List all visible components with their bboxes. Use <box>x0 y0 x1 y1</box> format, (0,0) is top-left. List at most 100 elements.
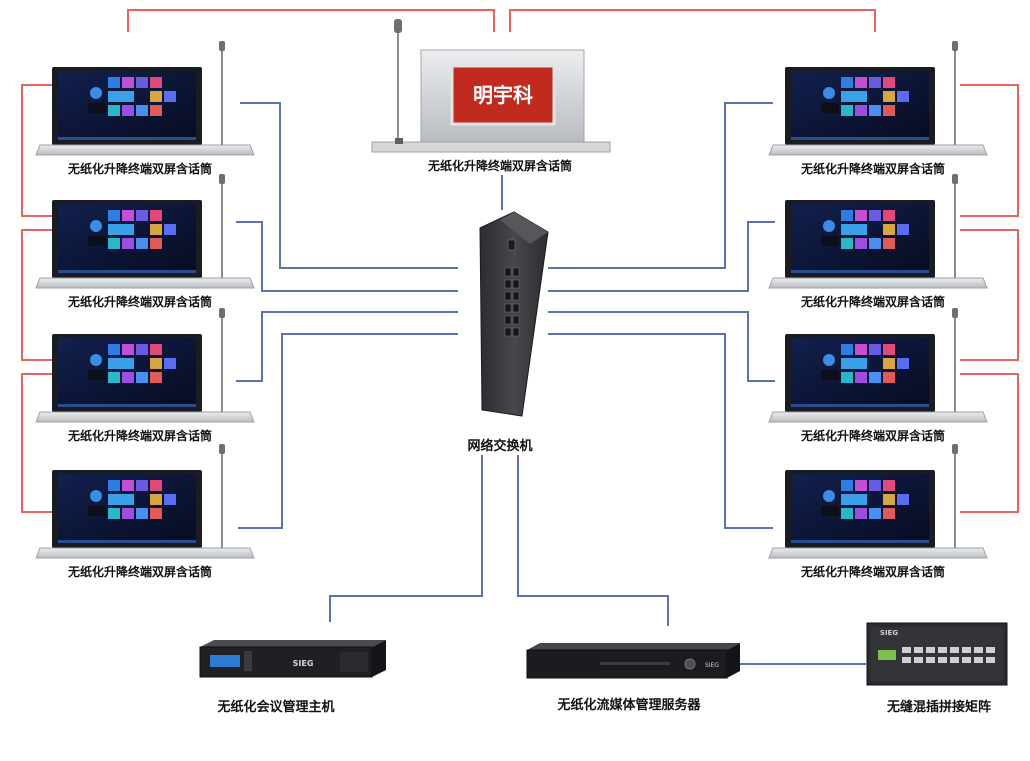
conference-host-device: SIEG <box>199 640 386 678</box>
lifting-terminal-right-3 <box>768 308 988 423</box>
network-switch <box>479 211 549 417</box>
app-tile-icon <box>150 480 162 491</box>
switch-port <box>512 279 520 289</box>
terminal-label: 无纸化升降终端双屏含话筒 <box>67 295 213 309</box>
app-tile-icon <box>855 372 867 383</box>
center-screen-logo: 明宇科 <box>473 83 533 107</box>
app-tile-icon <box>108 105 120 116</box>
media-server-label: 无纸化流媒体管理服务器 <box>557 698 701 713</box>
switch-port <box>512 315 520 325</box>
matrix-key <box>902 647 911 653</box>
app-tile-icon <box>841 372 853 383</box>
terminal-group <box>35 41 988 559</box>
avatar-icon <box>90 490 102 502</box>
app-tile-icon <box>108 494 134 505</box>
avatar-icon <box>823 220 835 232</box>
app-tile-icon <box>108 508 120 519</box>
host-label: 无纸化会议管理主机 <box>217 700 335 715</box>
app-tile-icon <box>897 91 909 102</box>
lifting-terminal-left-2 <box>35 174 255 289</box>
terminal-label: 无纸化升降终端双屏含话筒 <box>67 429 213 443</box>
app-tile-icon <box>883 238 895 249</box>
lifting-terminal-right-2 <box>768 174 988 289</box>
app-tile-icon <box>150 77 162 88</box>
center-lifting-terminal: 明宇科 <box>371 19 611 153</box>
center-terminal-label: 无纸化升降终端双屏含话筒 <box>427 159 573 173</box>
switch-port <box>504 279 512 289</box>
app-tile-icon <box>122 238 134 249</box>
media-server-device: SIEG <box>526 643 740 679</box>
red-link-7 <box>960 373 1019 513</box>
app-tile-icon <box>108 372 120 383</box>
app-tile-icon <box>164 358 176 369</box>
app-tile-icon <box>855 210 867 221</box>
media-brand-text: SIEG <box>705 662 719 669</box>
app-tile-icon <box>122 508 134 519</box>
app-tile-icon <box>883 358 895 369</box>
lifting-terminal-left-1 <box>35 41 255 156</box>
matrix-key <box>962 647 971 653</box>
switch-port <box>512 267 520 277</box>
matrix-key <box>926 647 935 653</box>
matrix-key <box>950 657 959 663</box>
red-link-0 <box>127 9 495 32</box>
switch-label: 网络交换机 <box>467 439 533 454</box>
blue-link-4 <box>548 102 773 269</box>
switch-port <box>512 327 520 337</box>
app-tile-icon <box>855 238 867 249</box>
app-tile-icon <box>883 508 895 519</box>
lifting-terminal-left-3 <box>35 308 255 423</box>
avatar-icon <box>90 354 102 366</box>
matrix-keypad <box>902 647 995 663</box>
matrix-switcher-device: SIEG <box>866 622 1008 686</box>
app-tile-icon <box>108 358 134 369</box>
app-tile-icon <box>136 508 148 519</box>
app-tile-icon <box>869 238 881 249</box>
app-tile-icon <box>122 344 134 355</box>
app-tile-icon <box>897 358 909 369</box>
app-tile-icon <box>164 494 176 505</box>
app-tile-icon <box>869 372 881 383</box>
app-tile-icon <box>855 105 867 116</box>
terminal-label: 无纸化升降终端双屏含话筒 <box>800 565 946 579</box>
avatar-icon <box>823 490 835 502</box>
app-tile-icon <box>841 105 853 116</box>
matrix-key <box>926 657 935 663</box>
app-tile-icon <box>855 508 867 519</box>
terminal-label: 无纸化升降终端双屏含话筒 <box>67 162 213 176</box>
app-tile-icon <box>108 210 120 221</box>
app-tile-icon <box>869 480 881 491</box>
red-link-2 <box>21 84 52 217</box>
app-tile-icon <box>136 105 148 116</box>
app-tile-icon <box>122 77 134 88</box>
matrix-key <box>974 657 983 663</box>
app-tile-icon <box>136 210 148 221</box>
app-tile-icon <box>869 210 881 221</box>
blue-link-0 <box>240 102 458 269</box>
host-brand-text: SIEG <box>293 659 314 668</box>
app-tile-icon <box>136 238 148 249</box>
red-link-1 <box>509 9 876 32</box>
app-tile-icon <box>841 358 867 369</box>
app-tile-icon <box>150 91 162 102</box>
app-tile-icon <box>122 105 134 116</box>
matrix-key <box>914 647 923 653</box>
switch-port <box>504 291 512 301</box>
matrix-key <box>950 647 959 653</box>
switch-port <box>512 303 520 313</box>
blue-link-7 <box>548 333 773 529</box>
app-tile-icon <box>855 344 867 355</box>
blue-link-3 <box>238 333 458 529</box>
app-tile-icon <box>136 372 148 383</box>
app-tile-icon <box>150 494 162 505</box>
lifting-terminal-left-4 <box>35 444 255 559</box>
app-tile-icon <box>869 105 881 116</box>
app-tile-icon <box>883 224 895 235</box>
avatar-icon <box>90 87 102 99</box>
app-tile-icon <box>122 372 134 383</box>
app-tile-icon <box>855 77 867 88</box>
blue-link-9 <box>329 455 483 622</box>
blue-link-6 <box>548 311 775 382</box>
app-tile-icon <box>883 77 895 88</box>
blue-link-10 <box>517 455 669 626</box>
